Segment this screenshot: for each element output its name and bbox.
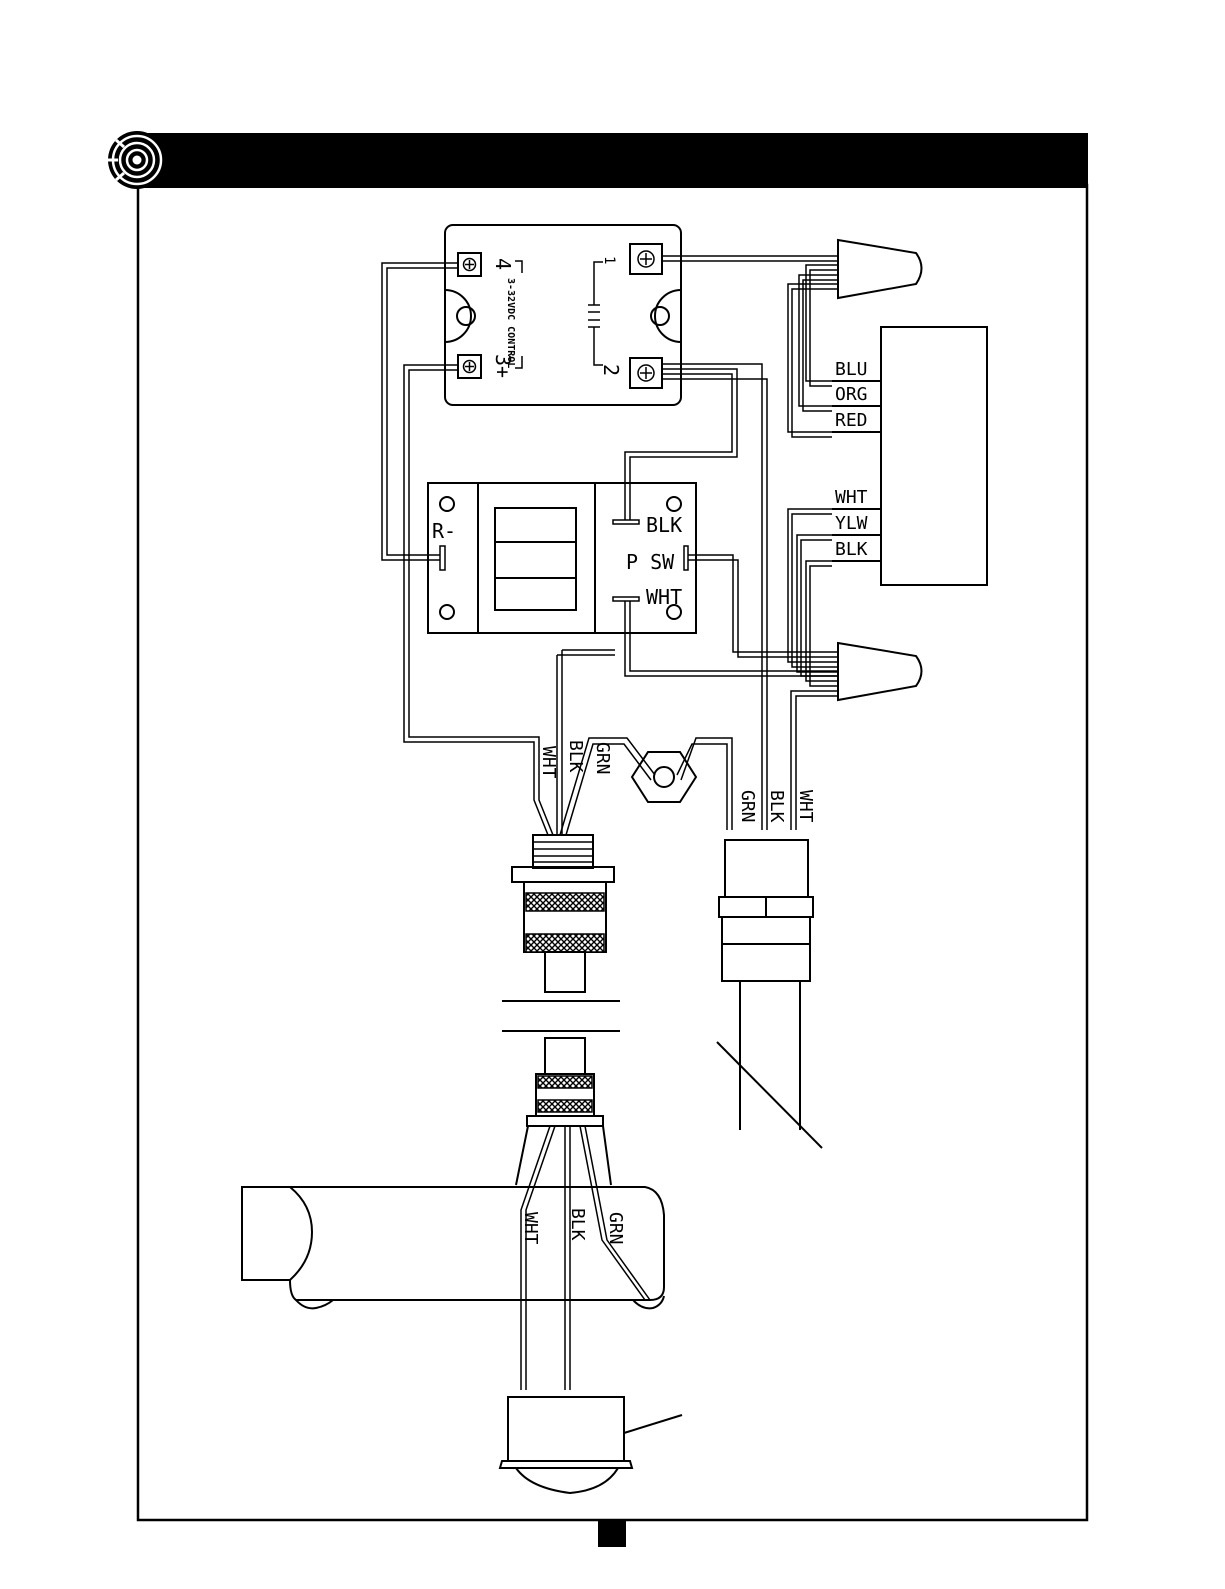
right-cable-wht: WHT (795, 790, 816, 823)
left-cable-wht: WHT (538, 746, 559, 779)
terminal-1-screw (630, 244, 662, 274)
switch-label-blk: BLK (646, 513, 682, 537)
relay-control-label: 3-32VDC CONTROL (505, 278, 516, 368)
sunburst-logo-icon (108, 131, 166, 189)
header-bar (137, 133, 1088, 188)
wire-label-ylw: YLW (835, 513, 868, 534)
handle-assembly (242, 1126, 682, 1493)
wire-nut-top (838, 240, 922, 298)
terminal-3-screw (458, 355, 481, 378)
left-circular-connector (502, 835, 620, 1126)
handle-cable-blk: BLK (567, 1208, 588, 1241)
handle-cable-grn: GRN (605, 1212, 626, 1245)
relay-terminal-2: 2 (599, 364, 623, 376)
wire-nut-bottom (838, 643, 922, 700)
switch-label-p-sw: P SW (626, 550, 675, 574)
ground-nut (632, 752, 696, 802)
switch-block: R- BLK P SW WHT (428, 483, 696, 633)
page-frame (138, 185, 1087, 1520)
relay-terminal-1: 1 (601, 256, 617, 264)
switch-label-r-minus: R- (432, 519, 456, 543)
wire-label-blu: BLU (835, 359, 868, 380)
relay-terminal-4: 4 (491, 258, 515, 270)
page-number-block (598, 1519, 626, 1547)
wire-label-blk: BLK (835, 539, 868, 560)
controller-box: BLU ORG RED WHT YLW BLK (832, 327, 987, 585)
terminal-2-screw (630, 358, 662, 388)
wire-label-wht: WHT (835, 487, 868, 508)
left-cable-blk: BLK (565, 740, 586, 773)
handle-cable-wht: WHT (520, 1212, 541, 1245)
solid-state-relay: 4 3+ 3-32VDC CONTROL 1 2 (445, 225, 681, 405)
switch-label-wht: WHT (646, 585, 682, 609)
wire-label-red: RED (835, 410, 868, 431)
right-connector (717, 840, 822, 1148)
right-cable-grn: GRN (737, 790, 758, 823)
left-cable-grn: GRN (592, 742, 613, 775)
terminal-4-screw (458, 253, 481, 276)
wire-label-org: ORG (835, 384, 868, 405)
right-cable-blk: BLK (766, 790, 787, 823)
